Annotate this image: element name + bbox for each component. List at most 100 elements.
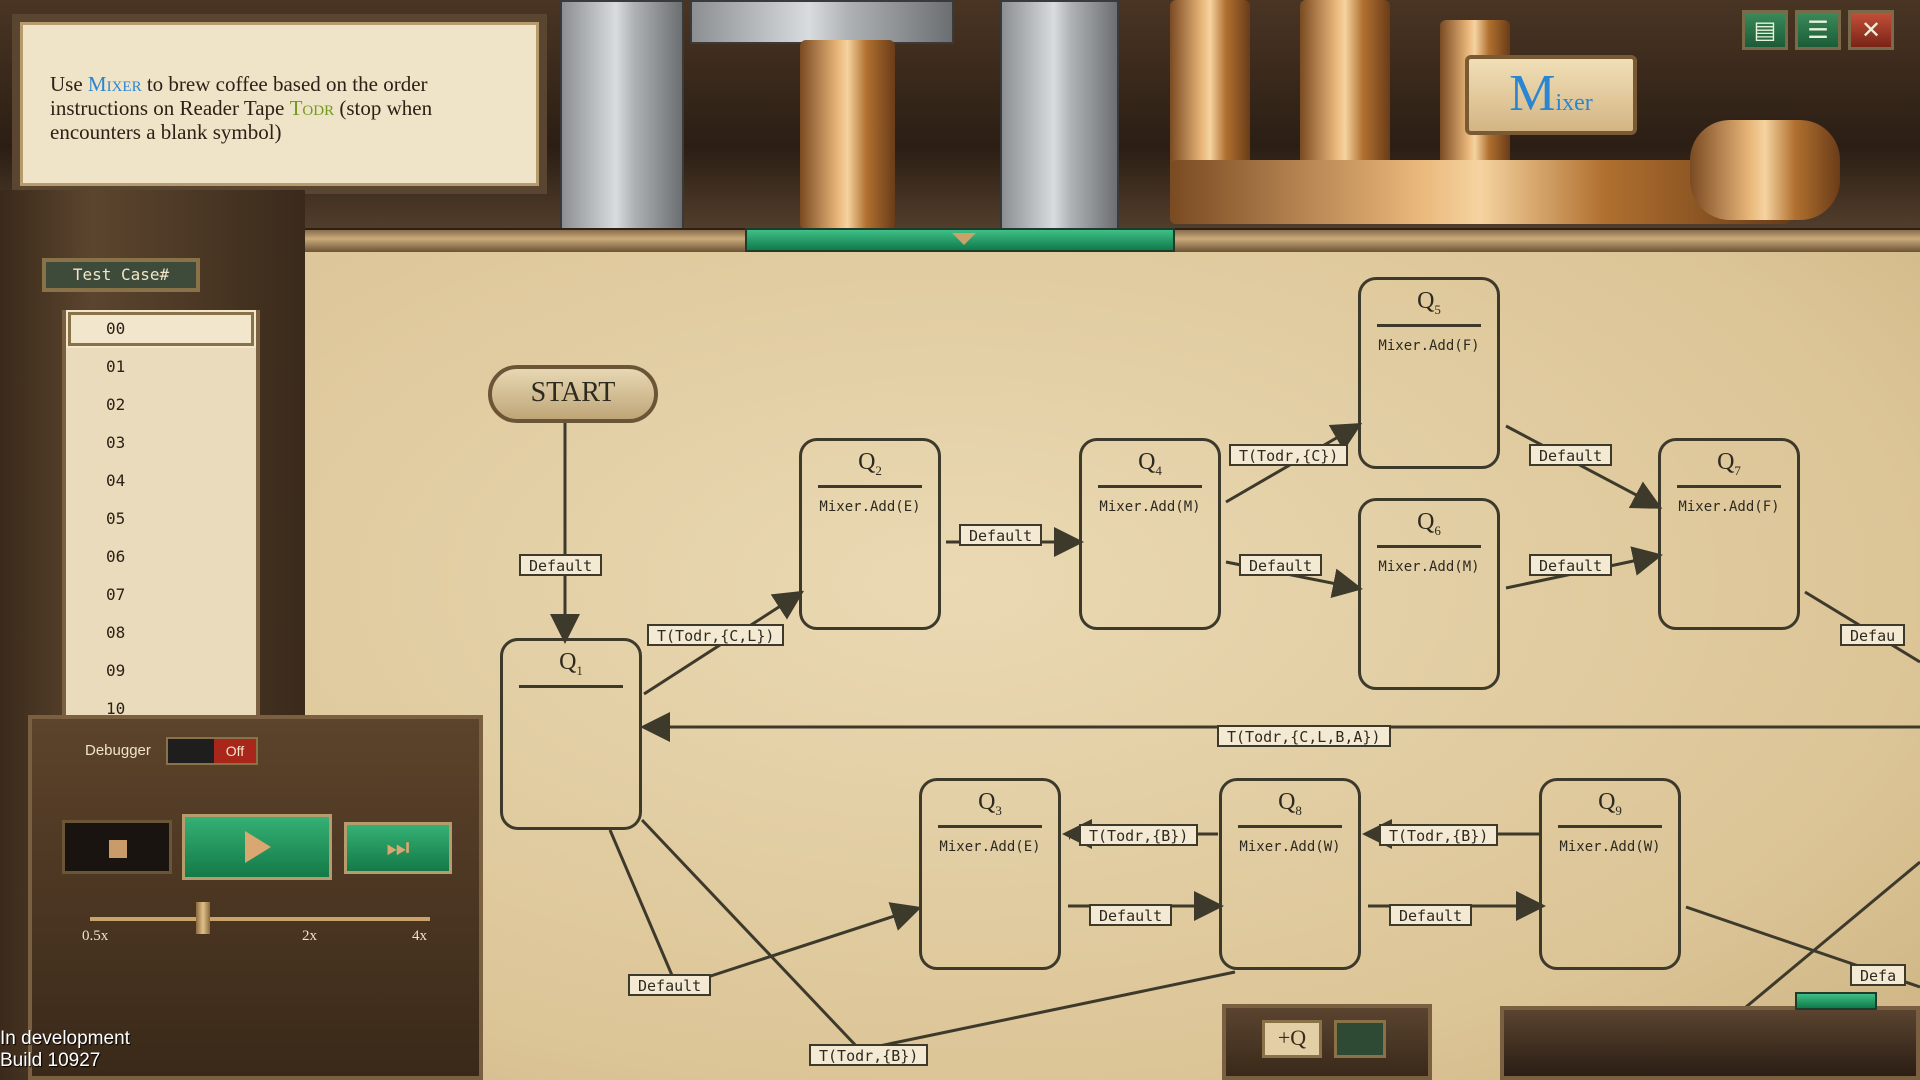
- machine-toggle-bar[interactable]: [745, 228, 1175, 252]
- speed-label: 2x: [302, 928, 317, 944]
- test-case-item[interactable]: 07: [106, 585, 126, 604]
- stop-button[interactable]: [62, 820, 172, 874]
- edge-label[interactable]: T(Todr,{C,L}): [647, 624, 785, 646]
- state-action: Mixer.Add(E): [819, 499, 921, 515]
- test-case-item[interactable]: 06: [106, 547, 126, 566]
- state-action: Mixer.Add(W): [1239, 839, 1341, 855]
- brass-cylinder: [800, 40, 895, 230]
- metal-bracket: [1000, 0, 1119, 234]
- state-q5[interactable]: Q5 Mixer.Add(F): [1358, 277, 1500, 469]
- edge-label[interactable]: Default: [1529, 444, 1613, 466]
- speed-slider-knob[interactable]: [196, 902, 210, 934]
- edge-label[interactable]: Defau: [1840, 624, 1906, 646]
- state-q8[interactable]: Q8 Mixer.Add(W): [1219, 778, 1361, 970]
- state-name: Q8: [1278, 789, 1302, 818]
- mixer-keyword: Mixer: [87, 72, 142, 96]
- instruction-panel: Use Mixer to brew coffee based on the or…: [12, 14, 547, 194]
- menu-icon: ☰: [1807, 16, 1829, 44]
- add-state-button[interactable]: +Q: [1262, 1020, 1322, 1058]
- state-name: Q6: [1417, 509, 1441, 538]
- step-button[interactable]: ⏭: [344, 822, 452, 874]
- speed-label: 0.5x: [82, 928, 109, 944]
- mixer-sign: Mixer: [1465, 55, 1637, 135]
- debugger-state[interactable]: Off: [214, 739, 256, 763]
- edge-label[interactable]: Default: [1089, 904, 1173, 926]
- test-case-item[interactable]: 02: [106, 395, 126, 414]
- edge-label[interactable]: T(Todr,{B}): [1379, 824, 1499, 846]
- edge-q1-bottom: [640, 818, 862, 1052]
- copper-pipe-horizontal: [1170, 160, 1790, 224]
- edge-q9-in: [1739, 860, 1920, 1014]
- edge-label[interactable]: T(Todr,{C}): [1229, 444, 1349, 466]
- state-divider: [818, 485, 922, 488]
- speed-label: 4x: [412, 928, 427, 944]
- book-button[interactable]: ▤: [1742, 10, 1788, 50]
- debugger-label: Debugger: [85, 742, 151, 759]
- menu-button[interactable]: ☰: [1795, 10, 1841, 50]
- metal-frame: [560, 0, 684, 234]
- instruction-text: to brew coffee based on the order instru…: [50, 72, 428, 120]
- play-button[interactable]: [182, 814, 332, 880]
- test-case-item[interactable]: 04: [106, 471, 126, 490]
- state-divider: [1098, 485, 1202, 488]
- chevron-down-icon: [952, 233, 976, 245]
- state-q2[interactable]: Q2 Mixer.Add(E): [799, 438, 941, 630]
- test-case-item[interactable]: 03: [106, 433, 126, 452]
- edge-label[interactable]: Defa: [1850, 964, 1907, 986]
- state-q3[interactable]: Q3 Mixer.Add(E): [919, 778, 1061, 970]
- edge-label[interactable]: Default: [628, 974, 712, 996]
- output-console: [1500, 1006, 1920, 1080]
- state-divider: [1377, 324, 1481, 327]
- state-q9[interactable]: Q9 Mixer.Add(W): [1539, 778, 1681, 970]
- test-case-item[interactable]: 01: [106, 357, 126, 376]
- start-node[interactable]: START: [488, 365, 658, 423]
- edge-bottom-back: [859, 970, 1236, 1052]
- test-case-item[interactable]: 05: [106, 509, 126, 528]
- state-name: Q1: [559, 649, 583, 678]
- state-name: Q9: [1598, 789, 1622, 818]
- state-action: Mixer.Add(F): [1678, 499, 1780, 515]
- test-case-list[interactable]: 00 01 02 03 04 05 06 07 08 09 10: [62, 310, 260, 720]
- state-q4[interactable]: Q4 Mixer.Add(M): [1079, 438, 1221, 630]
- metal-arm: [690, 0, 954, 44]
- edge-label[interactable]: T(Todr,{C,L,B,A}): [1217, 725, 1391, 747]
- close-button[interactable]: ✕: [1848, 10, 1894, 50]
- state-graph-canvas[interactable]: START Q1 Q2 Mixer.Add(E) Q3 Mixer.Add(E)…: [305, 252, 1920, 1080]
- state-q6[interactable]: Q6 Mixer.Add(M): [1358, 498, 1500, 690]
- state-q1[interactable]: Q1: [500, 638, 642, 830]
- test-case-item[interactable]: 00: [66, 310, 256, 348]
- state-name: Q3: [978, 789, 1002, 818]
- step-forward-icon: ⏭: [386, 833, 410, 863]
- edge-label[interactable]: Default: [519, 554, 603, 576]
- state-name: Q5: [1417, 288, 1441, 317]
- edge-label[interactable]: Default: [1389, 904, 1473, 926]
- book-icon: ▤: [1753, 16, 1777, 44]
- test-case-item[interactable]: 10: [106, 699, 126, 718]
- state-q7[interactable]: Q7 Mixer.Add(F): [1658, 438, 1800, 630]
- edge-q5-q7: [1505, 424, 1663, 509]
- test-case-item[interactable]: 09: [106, 661, 126, 680]
- edge-label[interactable]: Default: [959, 524, 1043, 546]
- mixer-sign-rest: ixer: [1555, 90, 1593, 116]
- mixer-sign-initial: M: [1509, 65, 1556, 122]
- state-action: Mixer.Add(W): [1559, 839, 1661, 855]
- state-divider: [1677, 485, 1781, 488]
- state-divider: [1238, 825, 1342, 828]
- copper-pipe: [1170, 0, 1250, 170]
- play-icon: [245, 831, 271, 863]
- edge-label[interactable]: T(Todr,{B}): [809, 1044, 929, 1066]
- state-name: Q2: [858, 449, 882, 478]
- edge-label[interactable]: Default: [1239, 554, 1323, 576]
- console-toggle-tab[interactable]: [1795, 992, 1877, 1010]
- state-preview-box[interactable]: [1334, 1020, 1386, 1058]
- state-action: Mixer.Add(M): [1378, 559, 1480, 575]
- speed-slider-track[interactable]: [90, 917, 430, 921]
- test-case-item[interactable]: 08: [106, 623, 126, 642]
- edge-q1-q3: [676, 902, 922, 989]
- state-action: Mixer.Add(M): [1099, 499, 1201, 515]
- control-panel: [28, 715, 483, 1080]
- instruction-text: (stop when encounters a blank symbol): [50, 96, 433, 144]
- edge-label[interactable]: T(Todr,{B}): [1079, 824, 1199, 846]
- edge-label[interactable]: Default: [1529, 554, 1613, 576]
- copper-pipe: [1300, 0, 1390, 170]
